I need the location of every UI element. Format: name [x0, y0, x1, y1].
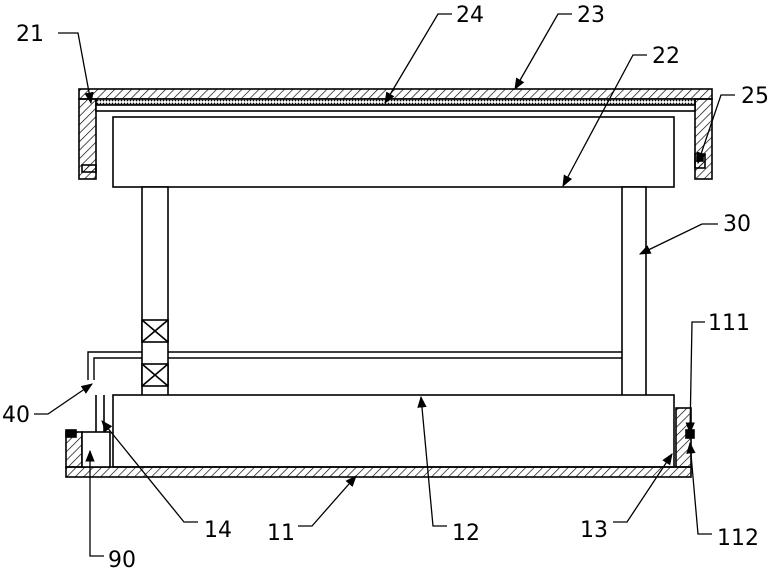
label-90: 90: [108, 548, 136, 571]
leader-111: [690, 322, 705, 433]
lower-body: [113, 395, 674, 467]
label-12: 12: [452, 521, 480, 546]
label-30: 30: [723, 212, 751, 237]
label-21: 21: [16, 22, 44, 47]
leader-112: [690, 443, 712, 534]
leader-40: [34, 384, 92, 414]
upper-body: [113, 117, 674, 187]
leader-11: [298, 476, 356, 526]
label-13: 13: [580, 518, 608, 543]
leader-30: [640, 224, 718, 254]
lid-seal-left: [82, 165, 96, 172]
tray-bottom: [66, 467, 691, 477]
lid-dotted-layer: [96, 99, 695, 105]
label-14: 14: [204, 518, 232, 543]
label-22: 22: [652, 44, 680, 69]
reference-labels: 21 24 23 22 25 30 111 40 14 11 12 13 112…: [2, 3, 769, 571]
leader-23: [515, 14, 572, 89]
lid-top-plate: [79, 89, 712, 99]
label-40: 40: [2, 403, 30, 428]
label-112: 112: [717, 526, 759, 551]
component-90: [82, 432, 110, 467]
label-23: 23: [577, 3, 605, 28]
label-111: 111: [708, 311, 750, 336]
right-column: [622, 187, 646, 397]
tray-seal-left: [66, 430, 76, 437]
support-columns: [142, 187, 646, 397]
label-24: 24: [456, 3, 484, 28]
label-25: 25: [741, 84, 769, 109]
label-11: 11: [267, 521, 295, 546]
